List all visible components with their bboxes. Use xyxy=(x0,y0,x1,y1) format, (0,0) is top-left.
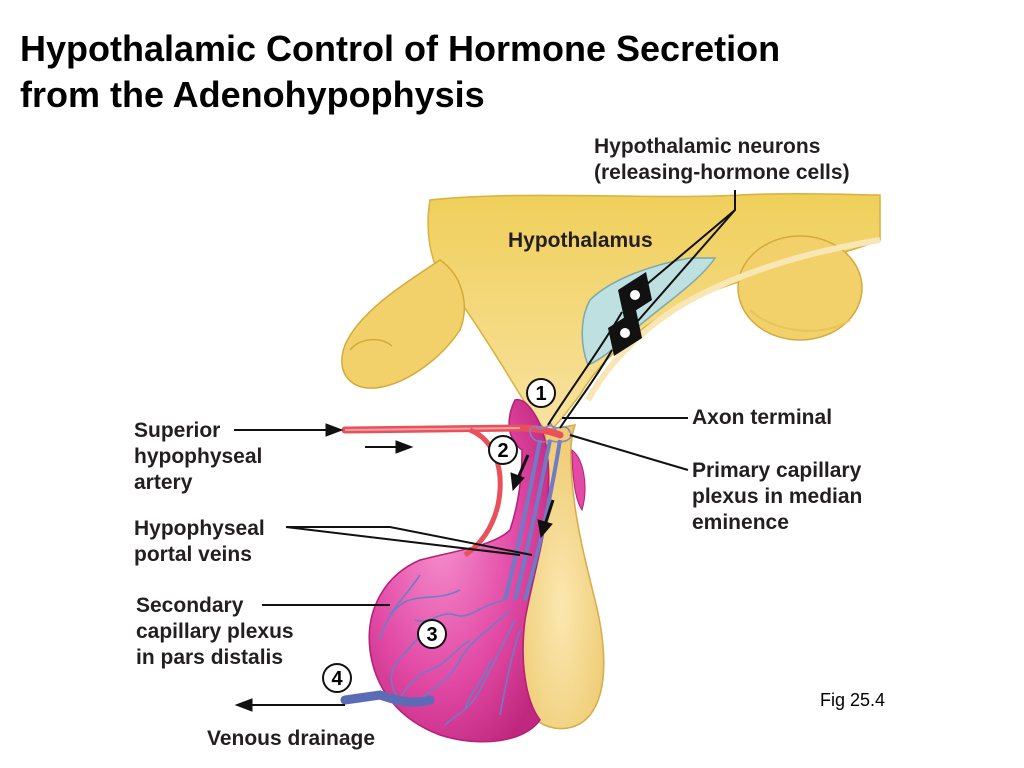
label-superior-hypophyseal-artery: Superior hypophyseal artery xyxy=(134,419,263,494)
label-venous-drainage: Venous drainage xyxy=(207,727,376,750)
svg-text:1: 1 xyxy=(535,383,546,405)
primary-capillary-plexus xyxy=(529,419,572,443)
axons xyxy=(547,311,623,429)
label-hypothalamus: Hypothalamus xyxy=(508,229,653,252)
releasing-hormone-cells xyxy=(608,272,652,356)
hypophyseal-portal-veins xyxy=(503,439,562,601)
optic-chiasm xyxy=(341,259,465,389)
flow-arrows xyxy=(234,423,555,712)
slide-title: Hypothalamic Control of Hormone Secretio… xyxy=(20,28,781,115)
figure-caption: Fig 25.4 xyxy=(820,690,886,710)
label-primary-capillary-plexus: Primary capillary plexus in median emine… xyxy=(692,459,863,534)
svg-text:2: 2 xyxy=(497,440,508,462)
step-1: 1 xyxy=(526,378,556,408)
label-axon-terminal: Axon terminal xyxy=(692,406,833,429)
svg-text:4: 4 xyxy=(331,668,343,690)
venous-drainage-vessel xyxy=(340,690,435,707)
leader-lines xyxy=(262,190,736,606)
label-secondary-capillary-plexus: Secondary capillary plexus in pars dista… xyxy=(136,594,294,669)
label-hypophyseal-portal-veins: Hypophyseal portal veins xyxy=(134,517,265,566)
superior-hypophyseal-artery xyxy=(341,424,564,439)
step-3: 3 xyxy=(417,619,447,649)
step-4: 4 xyxy=(322,663,352,693)
step-2: 2 xyxy=(488,435,518,465)
svg-text:3: 3 xyxy=(426,624,437,646)
mammillary-body xyxy=(737,235,863,341)
label-hypothalamic-neurons: Hypothalamic neurons (releasing-hormone … xyxy=(594,135,850,184)
artery-branch xyxy=(463,427,503,558)
